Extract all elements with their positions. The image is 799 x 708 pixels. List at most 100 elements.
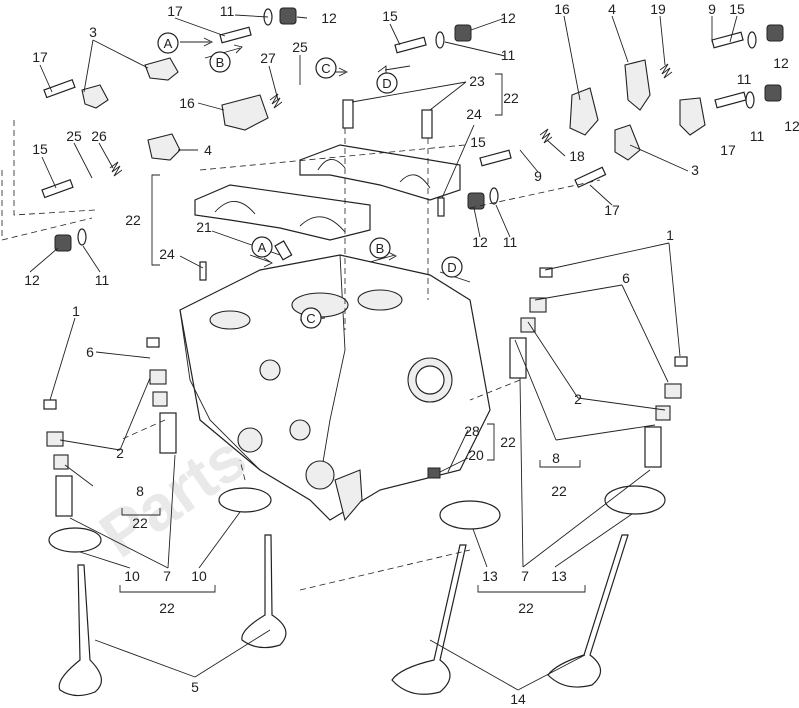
- letter-marker-b-top: B: [209, 51, 231, 73]
- plugs-and-washers: [54, 7, 784, 252]
- dashed-guide-lines: [1, 120, 601, 591]
- svg-text:A: A: [164, 36, 173, 51]
- letter-marker-c-top: C: [315, 57, 337, 79]
- rocker-arm-right-low: [614, 124, 641, 161]
- callout-4: 4: [204, 142, 212, 158]
- rocker-arm-right-4: [624, 59, 651, 111]
- callout-6: 6: [622, 270, 630, 286]
- svg-text:B: B: [376, 241, 385, 256]
- callout-labels: 3 17 25 26 4 15 12 11 17 11 12 16 27 25 …: [24, 1, 799, 707]
- callout-12: 12: [784, 118, 799, 134]
- cylinder-head: [179, 254, 491, 522]
- camshaft-cap-assembly: [194, 144, 461, 241]
- callout-22: 22: [551, 483, 567, 499]
- letter-marker-c-head: C: [300, 307, 322, 329]
- callout-19: 19: [650, 1, 666, 17]
- intake-valves: [58, 534, 287, 697]
- callout-11: 11: [503, 234, 518, 250]
- callout-26: 26: [91, 128, 107, 144]
- callout-22: 22: [159, 600, 175, 616]
- callout-14: 14: [510, 691, 526, 707]
- callout-11: 11: [737, 71, 752, 87]
- callout-8: 8: [136, 483, 144, 499]
- rocker-arm-left-top: [144, 57, 179, 81]
- callout-10: 10: [124, 568, 140, 584]
- callout-6: 6: [86, 344, 94, 360]
- rocker-arm-left-4: [147, 133, 181, 161]
- rocker-arm-16: [221, 94, 269, 131]
- callout-7: 7: [163, 568, 171, 584]
- callout-10: 10: [191, 568, 207, 584]
- valve-seat-right-1: [439, 500, 501, 530]
- callout-22: 22: [125, 212, 141, 228]
- valve-guides-right: [509, 267, 688, 468]
- callout-1: 1: [666, 227, 674, 243]
- letter-marker-b-head: B: [369, 237, 391, 259]
- callout-18: 18: [569, 148, 585, 164]
- callout-17: 17: [720, 142, 736, 158]
- callout-24: 24: [466, 106, 482, 122]
- svg-text:C: C: [321, 61, 330, 76]
- callout-21: 21: [196, 219, 212, 235]
- rocker-arm-left-mid: [81, 84, 109, 109]
- callout-16: 16: [179, 95, 195, 111]
- callout-3: 3: [89, 24, 97, 40]
- valve-seat-left-1: [48, 527, 102, 553]
- callout-28: 28: [464, 423, 480, 439]
- leader-lines: [29, 14, 738, 691]
- callout-15: 15: [470, 134, 486, 150]
- callout-15: 15: [32, 141, 48, 157]
- callout-17: 17: [167, 3, 183, 19]
- callout-20: 20: [468, 447, 484, 463]
- callout-17: 17: [32, 49, 48, 65]
- callout-3: 3: [691, 162, 699, 178]
- rocker-arm-right-16: [569, 87, 599, 136]
- rocker-arm-right-3: [679, 97, 706, 136]
- letter-marker-a-top: A: [157, 32, 179, 54]
- callout-24: 24: [159, 246, 175, 262]
- callout-2: 2: [574, 391, 582, 407]
- callout-15: 15: [729, 1, 745, 17]
- callout-12: 12: [500, 10, 516, 26]
- callout-2: 2: [116, 445, 124, 461]
- letter-marker-d-top: D: [376, 72, 398, 94]
- callout-13: 13: [482, 568, 498, 584]
- callout-11: 11: [220, 3, 235, 19]
- callout-22: 22: [503, 90, 519, 106]
- callout-12: 12: [773, 55, 789, 71]
- callout-23: 23: [469, 73, 485, 89]
- callout-8: 8: [552, 450, 560, 466]
- callout-15: 15: [382, 8, 398, 24]
- callout-7: 7: [521, 568, 529, 584]
- exhaust-valves: [391, 534, 629, 695]
- callout-25: 25: [292, 39, 308, 55]
- callout-27: 27: [260, 50, 276, 66]
- callout-12: 12: [24, 272, 40, 288]
- callout-22: 22: [518, 600, 534, 616]
- callout-11: 11: [750, 128, 765, 144]
- valve-guides-left: [43, 337, 177, 517]
- callout-17: 17: [604, 202, 620, 218]
- letter-marker-d-head: D: [441, 256, 463, 278]
- callout-13: 13: [551, 568, 567, 584]
- callout-4: 4: [608, 1, 616, 17]
- bolts-and-pins: [199, 99, 445, 479]
- svg-text:C: C: [306, 311, 315, 326]
- callout-25: 25: [66, 128, 82, 144]
- svg-text:D: D: [382, 76, 391, 91]
- callout-11: 11: [95, 272, 110, 288]
- svg-text:B: B: [216, 55, 225, 70]
- callout-12: 12: [472, 234, 488, 250]
- callout-22: 22: [500, 434, 516, 450]
- callout-11: 11: [501, 47, 516, 63]
- callout-16: 16: [554, 1, 570, 17]
- callout-1: 1: [72, 303, 80, 319]
- letter-marker-a-head: A: [251, 236, 273, 258]
- callout-22: 22: [132, 515, 148, 531]
- valve-seat-left-2: [218, 487, 272, 513]
- callout-9: 9: [534, 168, 542, 184]
- callout-9: 9: [708, 1, 716, 17]
- valve-seat-right-2: [604, 485, 666, 515]
- rocker-shafts: [41, 26, 747, 199]
